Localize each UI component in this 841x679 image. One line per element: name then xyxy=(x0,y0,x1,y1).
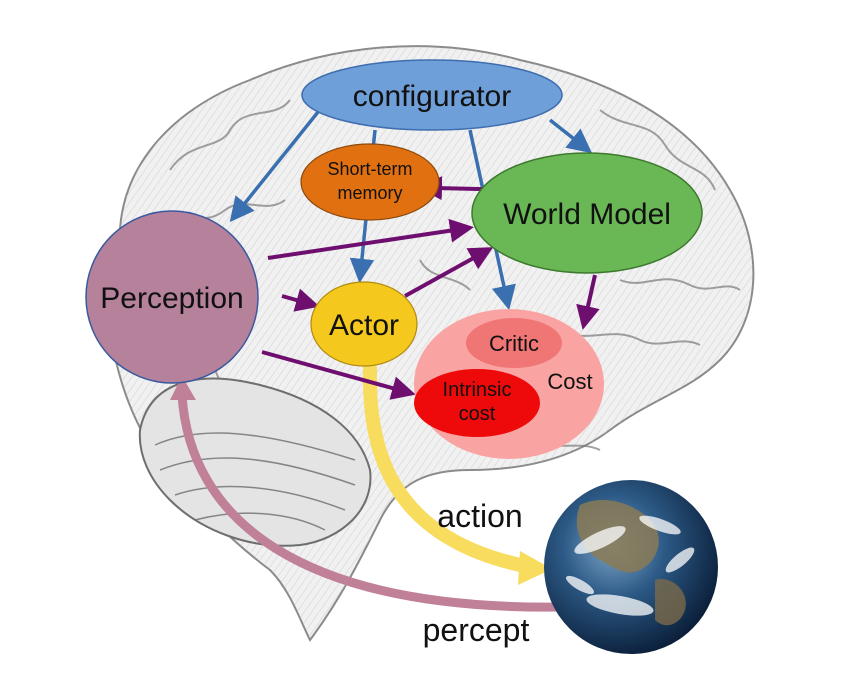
short-term-memory-node[interactable]: Short-term memory xyxy=(300,143,440,221)
configurator-label: configurator xyxy=(353,80,511,113)
intrinsic-cost-label-line2: cost xyxy=(459,403,496,425)
cost-label: Cost xyxy=(547,369,592,394)
action-arrow xyxy=(362,361,537,574)
perception-node[interactable]: Perception xyxy=(85,210,259,384)
world-model-node[interactable]: World Model xyxy=(471,152,703,274)
critic-node[interactable]: Critic xyxy=(466,318,562,368)
perception-label: Perception xyxy=(100,282,243,315)
short-term-memory-label-line1: Short-term xyxy=(327,159,412,179)
configurator-node[interactable]: configurator xyxy=(301,59,563,131)
intrinsic-cost-node[interactable]: Intrinsic cost xyxy=(414,369,540,437)
percept-arrowhead xyxy=(170,376,196,400)
percept-arrow xyxy=(177,390,565,612)
earth-globe-icon xyxy=(544,480,718,654)
critic-label: Critic xyxy=(489,331,539,356)
percept-label: percept xyxy=(423,612,530,648)
data-arrows xyxy=(261,176,600,400)
action-label: action xyxy=(437,498,522,534)
actor-label: Actor xyxy=(329,309,399,342)
short-term-memory-label-line2: memory xyxy=(337,183,402,203)
world-model-label: World Model xyxy=(503,198,671,231)
actor-node[interactable]: Actor xyxy=(310,281,418,367)
action-arrowhead xyxy=(518,551,552,585)
intrinsic-cost-label-line1: Intrinsic xyxy=(443,379,512,401)
